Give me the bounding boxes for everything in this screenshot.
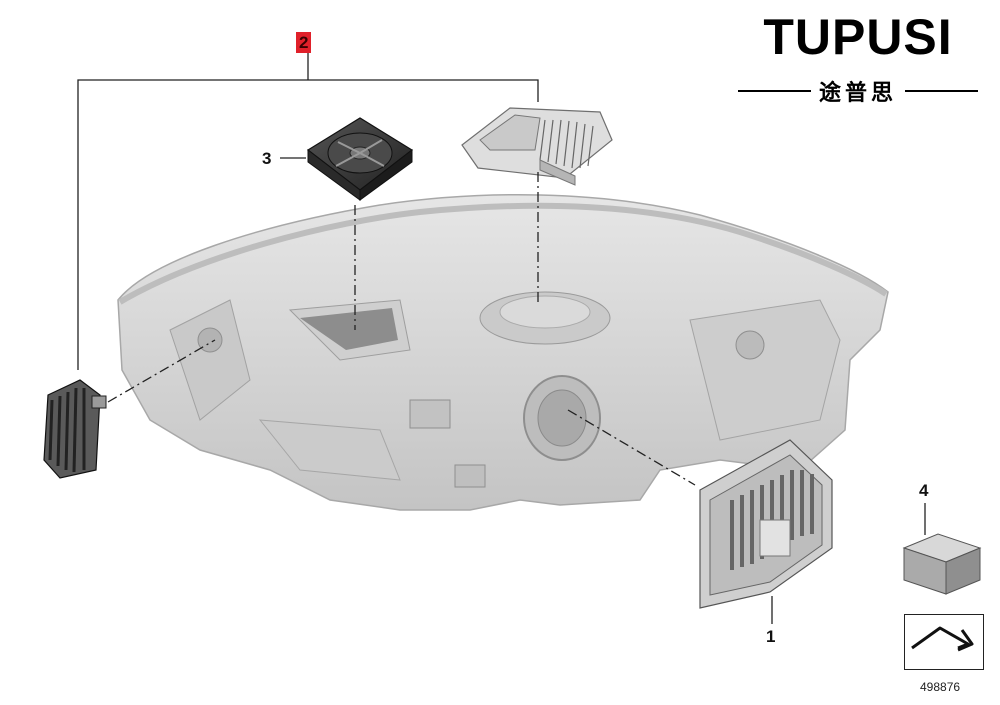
headlight-housing bbox=[117, 194, 889, 511]
callout-3-label: 3 bbox=[262, 149, 272, 168]
brand-rule-right bbox=[905, 90, 979, 92]
callout-4-label: 4 bbox=[919, 481, 929, 500]
brand-rule-left bbox=[738, 90, 811, 92]
callout-2-label: 2 bbox=[296, 32, 312, 53]
callout-1-label: 1 bbox=[766, 627, 776, 646]
brand-subtitle: 途普思 bbox=[819, 81, 898, 106]
callout-2-bracket bbox=[77, 52, 539, 370]
part-2-heatsink bbox=[43, 379, 107, 479]
forward-arrow-icon bbox=[911, 626, 974, 652]
part-4-box bbox=[902, 533, 982, 595]
document-number: 498876 bbox=[920, 680, 961, 694]
brand-subtitle-row: 途普思 bbox=[738, 78, 979, 106]
dash-2-left bbox=[107, 339, 216, 403]
dash-1 bbox=[567, 409, 696, 486]
brand-logo: TUPUSI 途普思 bbox=[738, 9, 979, 106]
part-2-led-module bbox=[461, 107, 613, 186]
brand-title: TUPUSI bbox=[763, 9, 953, 65]
part-3-fan bbox=[306, 117, 414, 201]
next-page-button[interactable] bbox=[904, 614, 984, 670]
part-1-control-unit bbox=[699, 439, 833, 609]
